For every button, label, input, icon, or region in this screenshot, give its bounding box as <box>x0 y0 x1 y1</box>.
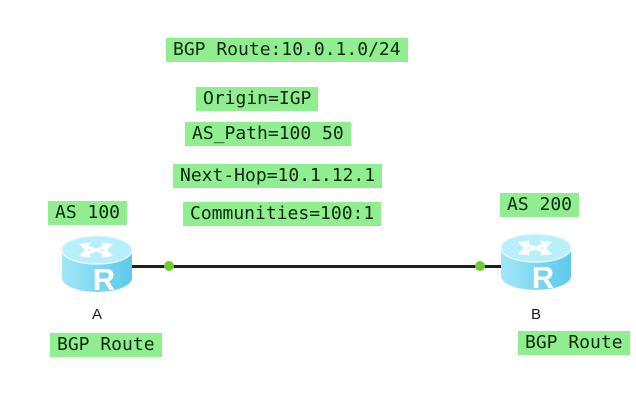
router-letter: R <box>532 260 554 293</box>
note-next-hop: Next-Hop=10.1.12.1 <box>173 164 383 188</box>
label-bgp-route-b: BGP Route <box>518 331 630 355</box>
router-arrows-icon <box>78 242 114 258</box>
router-arrows-icon <box>517 240 553 256</box>
note-origin: Origin=IGP <box>196 87 319 111</box>
label-bgp-route-a: BGP Route <box>50 333 162 357</box>
router-a-icon[interactable]: R <box>59 233 135 295</box>
interface-status-dot-a <box>164 261 174 271</box>
router-letter: R <box>93 262 115 295</box>
note-as-path: AS_Path=100 50 <box>185 122 351 146</box>
note-bgp-route-prefix: BGP Route:10.0.1.0/24 <box>166 38 408 62</box>
router-b-icon[interactable]: R <box>498 231 574 293</box>
interface-status-dot-b <box>475 261 485 271</box>
link-router-a-b[interactable] <box>130 265 502 268</box>
note-communities: Communities=100:1 <box>183 202 382 226</box>
device-name-a: A <box>91 306 102 323</box>
device-name-b: B <box>530 306 541 323</box>
label-as-100: AS 100 <box>48 201 128 225</box>
label-as-200: AS 200 <box>500 193 580 217</box>
